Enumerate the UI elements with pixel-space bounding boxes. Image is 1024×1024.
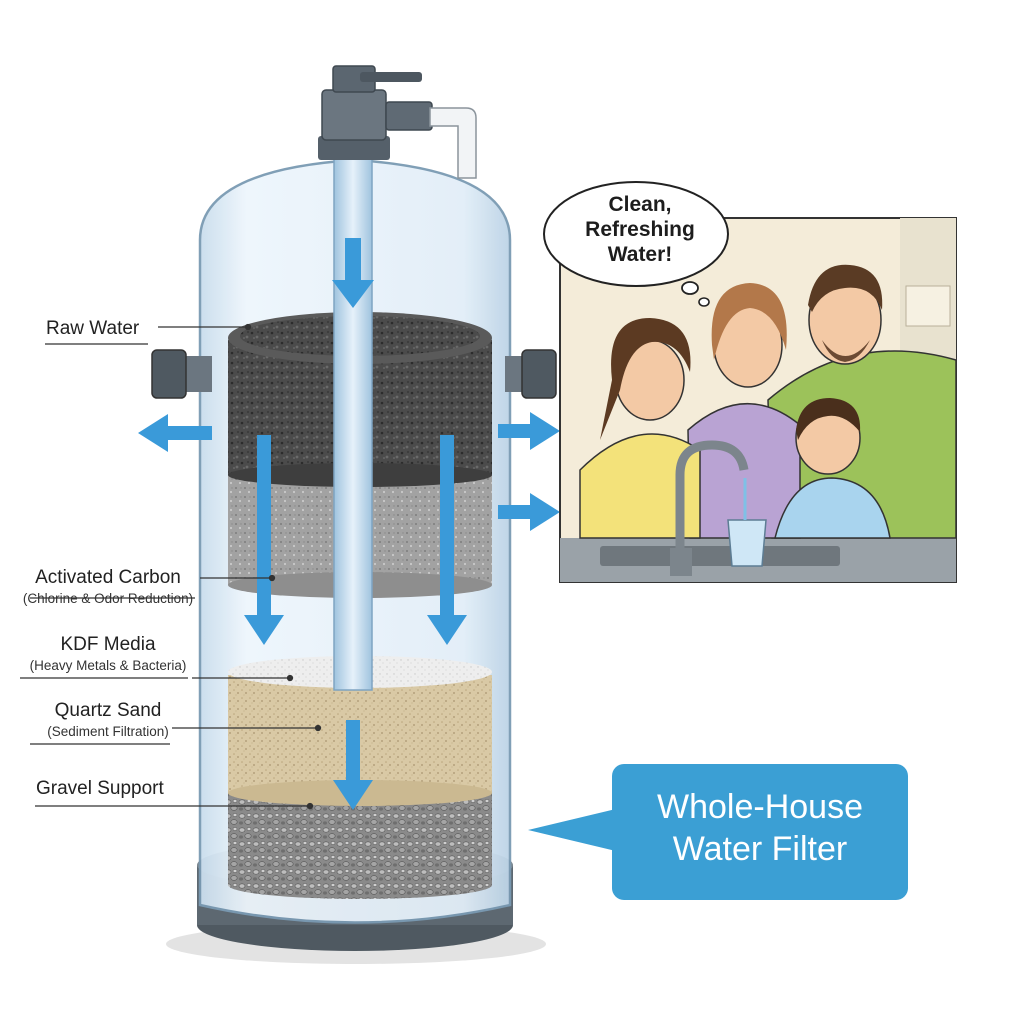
callout-text: Whole-House Water Filter [612,786,908,870]
kdf-media-note: (Heavy Metals & Bacteria) [10,658,206,673]
callout-line-1: Whole-House [612,786,908,828]
bubble-line-3: Water! [560,242,720,267]
raw-water-title: Raw Water [46,318,139,340]
label-kdf-media: KDF Media (Heavy Metals & Bacteria) [10,634,206,673]
activated-carbon-note: (Chlorine & Odor Reduction) [10,591,206,606]
label-quartz-sand: Quartz Sand (Sediment Filtration) [10,700,206,739]
bubble-line-1: Clean, [560,192,720,217]
quartz-sand-title: Quartz Sand [10,700,206,722]
gravel-support-title: Gravel Support [36,778,164,800]
label-raw-water: Raw Water [46,318,139,340]
activated-carbon-title: Activated Carbon [10,567,206,589]
kdf-media-title: KDF Media [10,634,206,656]
quartz-sand-note: (Sediment Filtration) [10,724,206,739]
speech-bubble-text: Clean, Refreshing Water! [560,192,720,267]
right-port [505,350,556,398]
left-port [152,350,212,398]
callout-line-2: Water Filter [612,828,908,870]
label-gravel-support: Gravel Support [36,778,164,800]
label-activated-carbon: Activated Carbon (Chlorine & Odor Reduct… [10,567,206,606]
riser-pipe [334,158,372,690]
bubble-line-2: Refreshing [560,217,720,242]
